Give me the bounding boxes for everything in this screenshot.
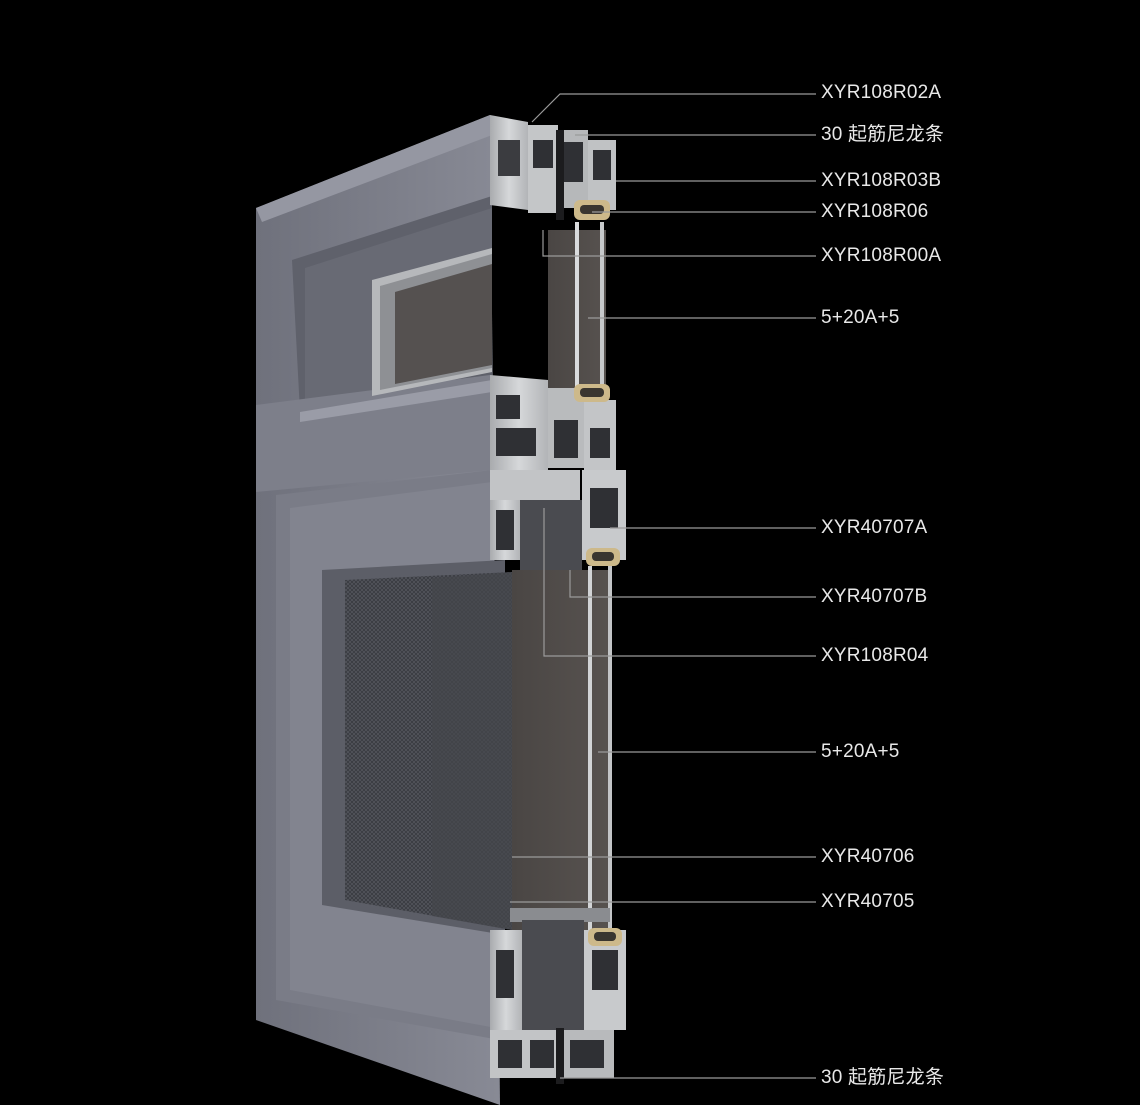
callout-label-r04: XYR108R04	[821, 645, 929, 666]
callout-label-a707: XYR40707A	[821, 517, 928, 538]
frame-top-bevel	[256, 115, 500, 222]
section-profiles	[490, 115, 626, 1084]
callout-label-r02a: XYR108R02A	[821, 82, 942, 103]
upper-glazing	[372, 222, 606, 396]
transom-bevel	[300, 380, 492, 422]
leader-b707	[569, 570, 816, 598]
leader-r00a	[542, 230, 816, 257]
callout-label-s706: XYR40706	[821, 846, 915, 867]
transom-bar	[256, 375, 492, 492]
callout-label-r03b: XYR108R03B	[821, 170, 942, 191]
callout-label-r06: XYR108R06	[821, 201, 929, 222]
callout-label-b707: XYR40707B	[821, 586, 928, 607]
leader-r02a	[531, 93, 816, 123]
leader-lines	[510, 93, 816, 1079]
callout-label-r00a: XYR108R00A	[821, 245, 942, 266]
callout-label-nylon1: 30 起筋尼龙条	[821, 124, 945, 145]
lower-glazing	[345, 566, 612, 934]
callout-label-nylon2: 30 起筋尼龙条	[821, 1067, 945, 1088]
leader-r04	[543, 508, 816, 657]
callout-label-glass1: 5+20A+5	[821, 307, 900, 328]
callout-label-s705: XYR40705	[821, 891, 915, 912]
callout-label-glass2: 5+20A+5	[821, 741, 900, 762]
